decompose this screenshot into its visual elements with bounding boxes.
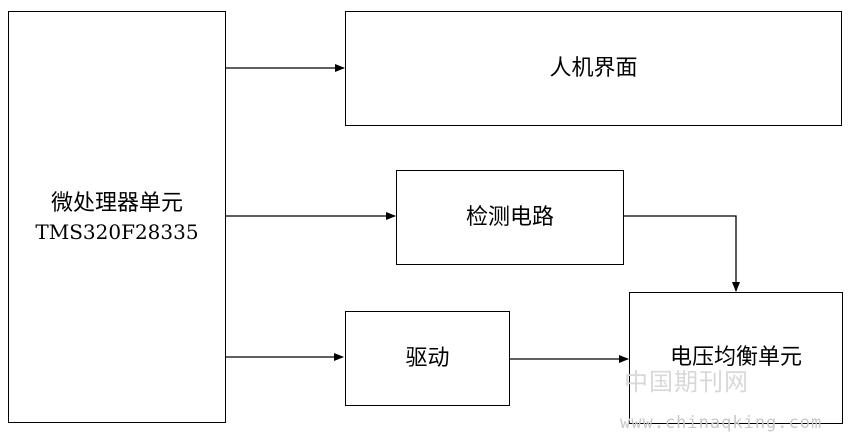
drive-block: 驱动 (345, 311, 510, 406)
mcu-block: 微处理器单元 TMS320F28335 (8, 11, 226, 423)
drive-label: 驱动 (405, 345, 450, 371)
mcu-label: 微处理器单元 (50, 191, 183, 216)
detect-label: 检测电路 (465, 204, 554, 230)
hmi-label: 人机界面 (549, 55, 638, 81)
detect-block: 检测电路 (396, 170, 624, 265)
balance-label: 电压均衡单元 (669, 345, 802, 370)
hmi-block: 人机界面 (345, 11, 842, 126)
watermark-site-name: 中国期刊网 (624, 368, 749, 396)
watermark-url: www.chinaqking.com (620, 413, 823, 433)
arrow-detect-to-balance (624, 215, 740, 292)
mcu-model: TMS320F28335 (35, 220, 199, 244)
balance-block: 电压均衡单元 (629, 292, 843, 424)
